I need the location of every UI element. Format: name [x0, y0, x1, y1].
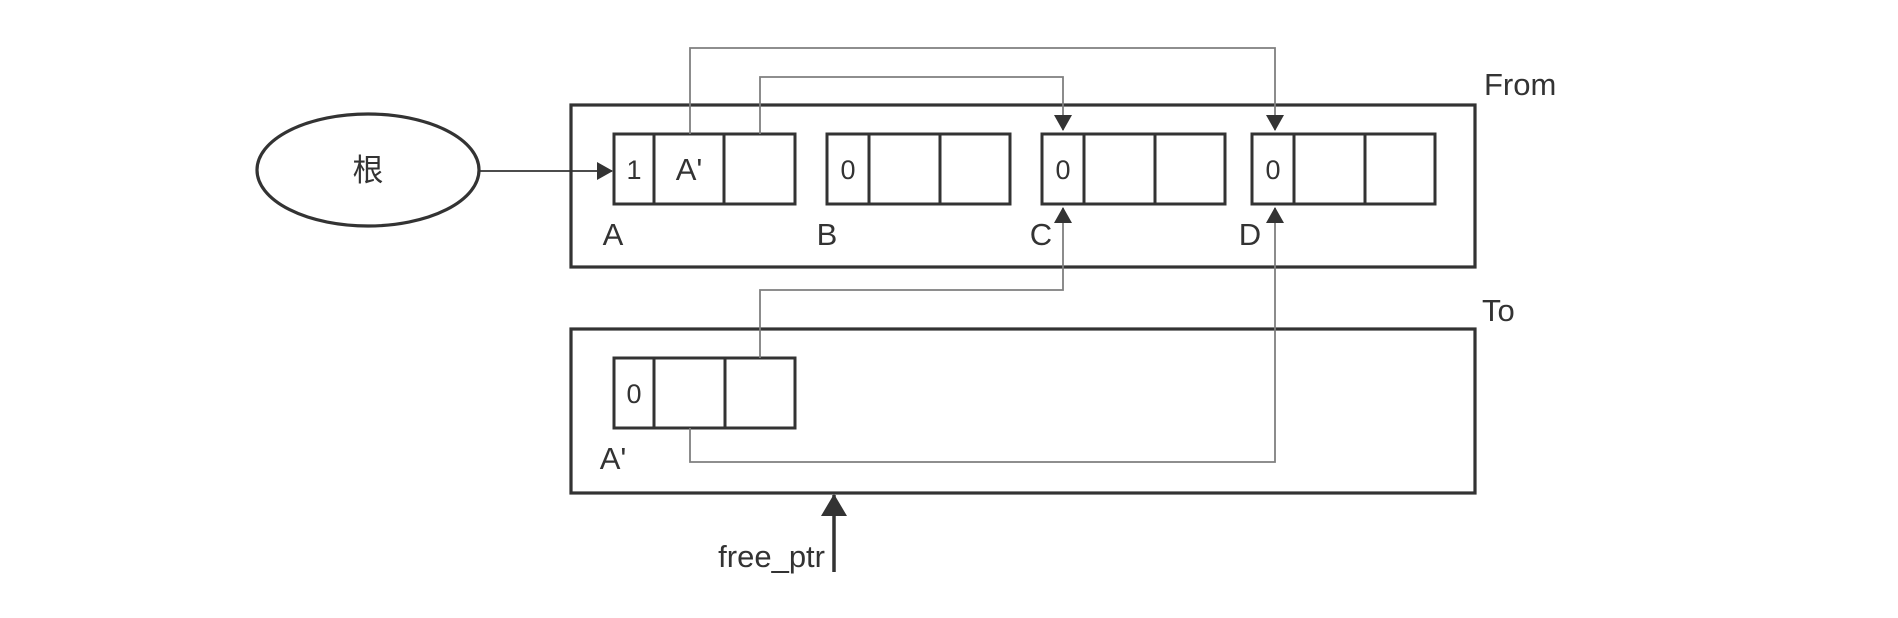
pointer-a-to-c [759, 76, 1072, 134]
pointer-a-copy-to-c [759, 207, 1072, 358]
to-space-label: To [1482, 293, 1515, 328]
object-b-tag: 0 [840, 155, 855, 185]
object-d-tag: 0 [1265, 155, 1280, 185]
object-a-tag: 1 [626, 155, 641, 185]
object-a: 1 A' A [603, 132, 797, 252]
object-c-tag: 0 [1055, 155, 1070, 185]
free-ptr-label: free_ptr [718, 539, 825, 574]
object-b-field-cell-1 [867, 132, 942, 206]
object-b-label: B [817, 217, 838, 252]
root-node [255, 112, 481, 228]
object-a-copy-field-cell-1 [652, 356, 727, 430]
object-c-field-cell-1 [1082, 132, 1157, 206]
object-d-field-cell-2 [1363, 132, 1437, 206]
object-b-field-cell-2 [938, 132, 1012, 206]
pointer-a-copy-to-d [689, 207, 1284, 463]
object-b: 0 B [817, 132, 1012, 252]
root-label: 根 [353, 153, 384, 188]
object-b-tag-cell [825, 132, 871, 206]
object-d-field-cell-1 [1292, 132, 1367, 206]
object-a-forward: A' [676, 152, 703, 187]
object-d-label: D [1239, 217, 1261, 252]
to-space [569, 327, 1477, 495]
object-a-copy-field-cell-2 [723, 356, 797, 430]
object-c: 0 C [1030, 132, 1227, 252]
object-d-tag-cell [1250, 132, 1296, 206]
object-a-copy: 0 A' [600, 356, 797, 476]
object-a-label: A [603, 217, 624, 252]
from-space-label: From [1484, 67, 1556, 102]
object-a-field-cell [722, 132, 797, 206]
object-a-copy-label: A' [600, 441, 627, 476]
from-space [569, 103, 1477, 269]
object-c-field-cell-2 [1153, 132, 1227, 206]
object-d: 0 D [1239, 132, 1437, 252]
object-c-label: C [1030, 217, 1052, 252]
pointer-a-to-d [689, 47, 1284, 134]
object-a-copy-tag: 0 [626, 379, 641, 409]
